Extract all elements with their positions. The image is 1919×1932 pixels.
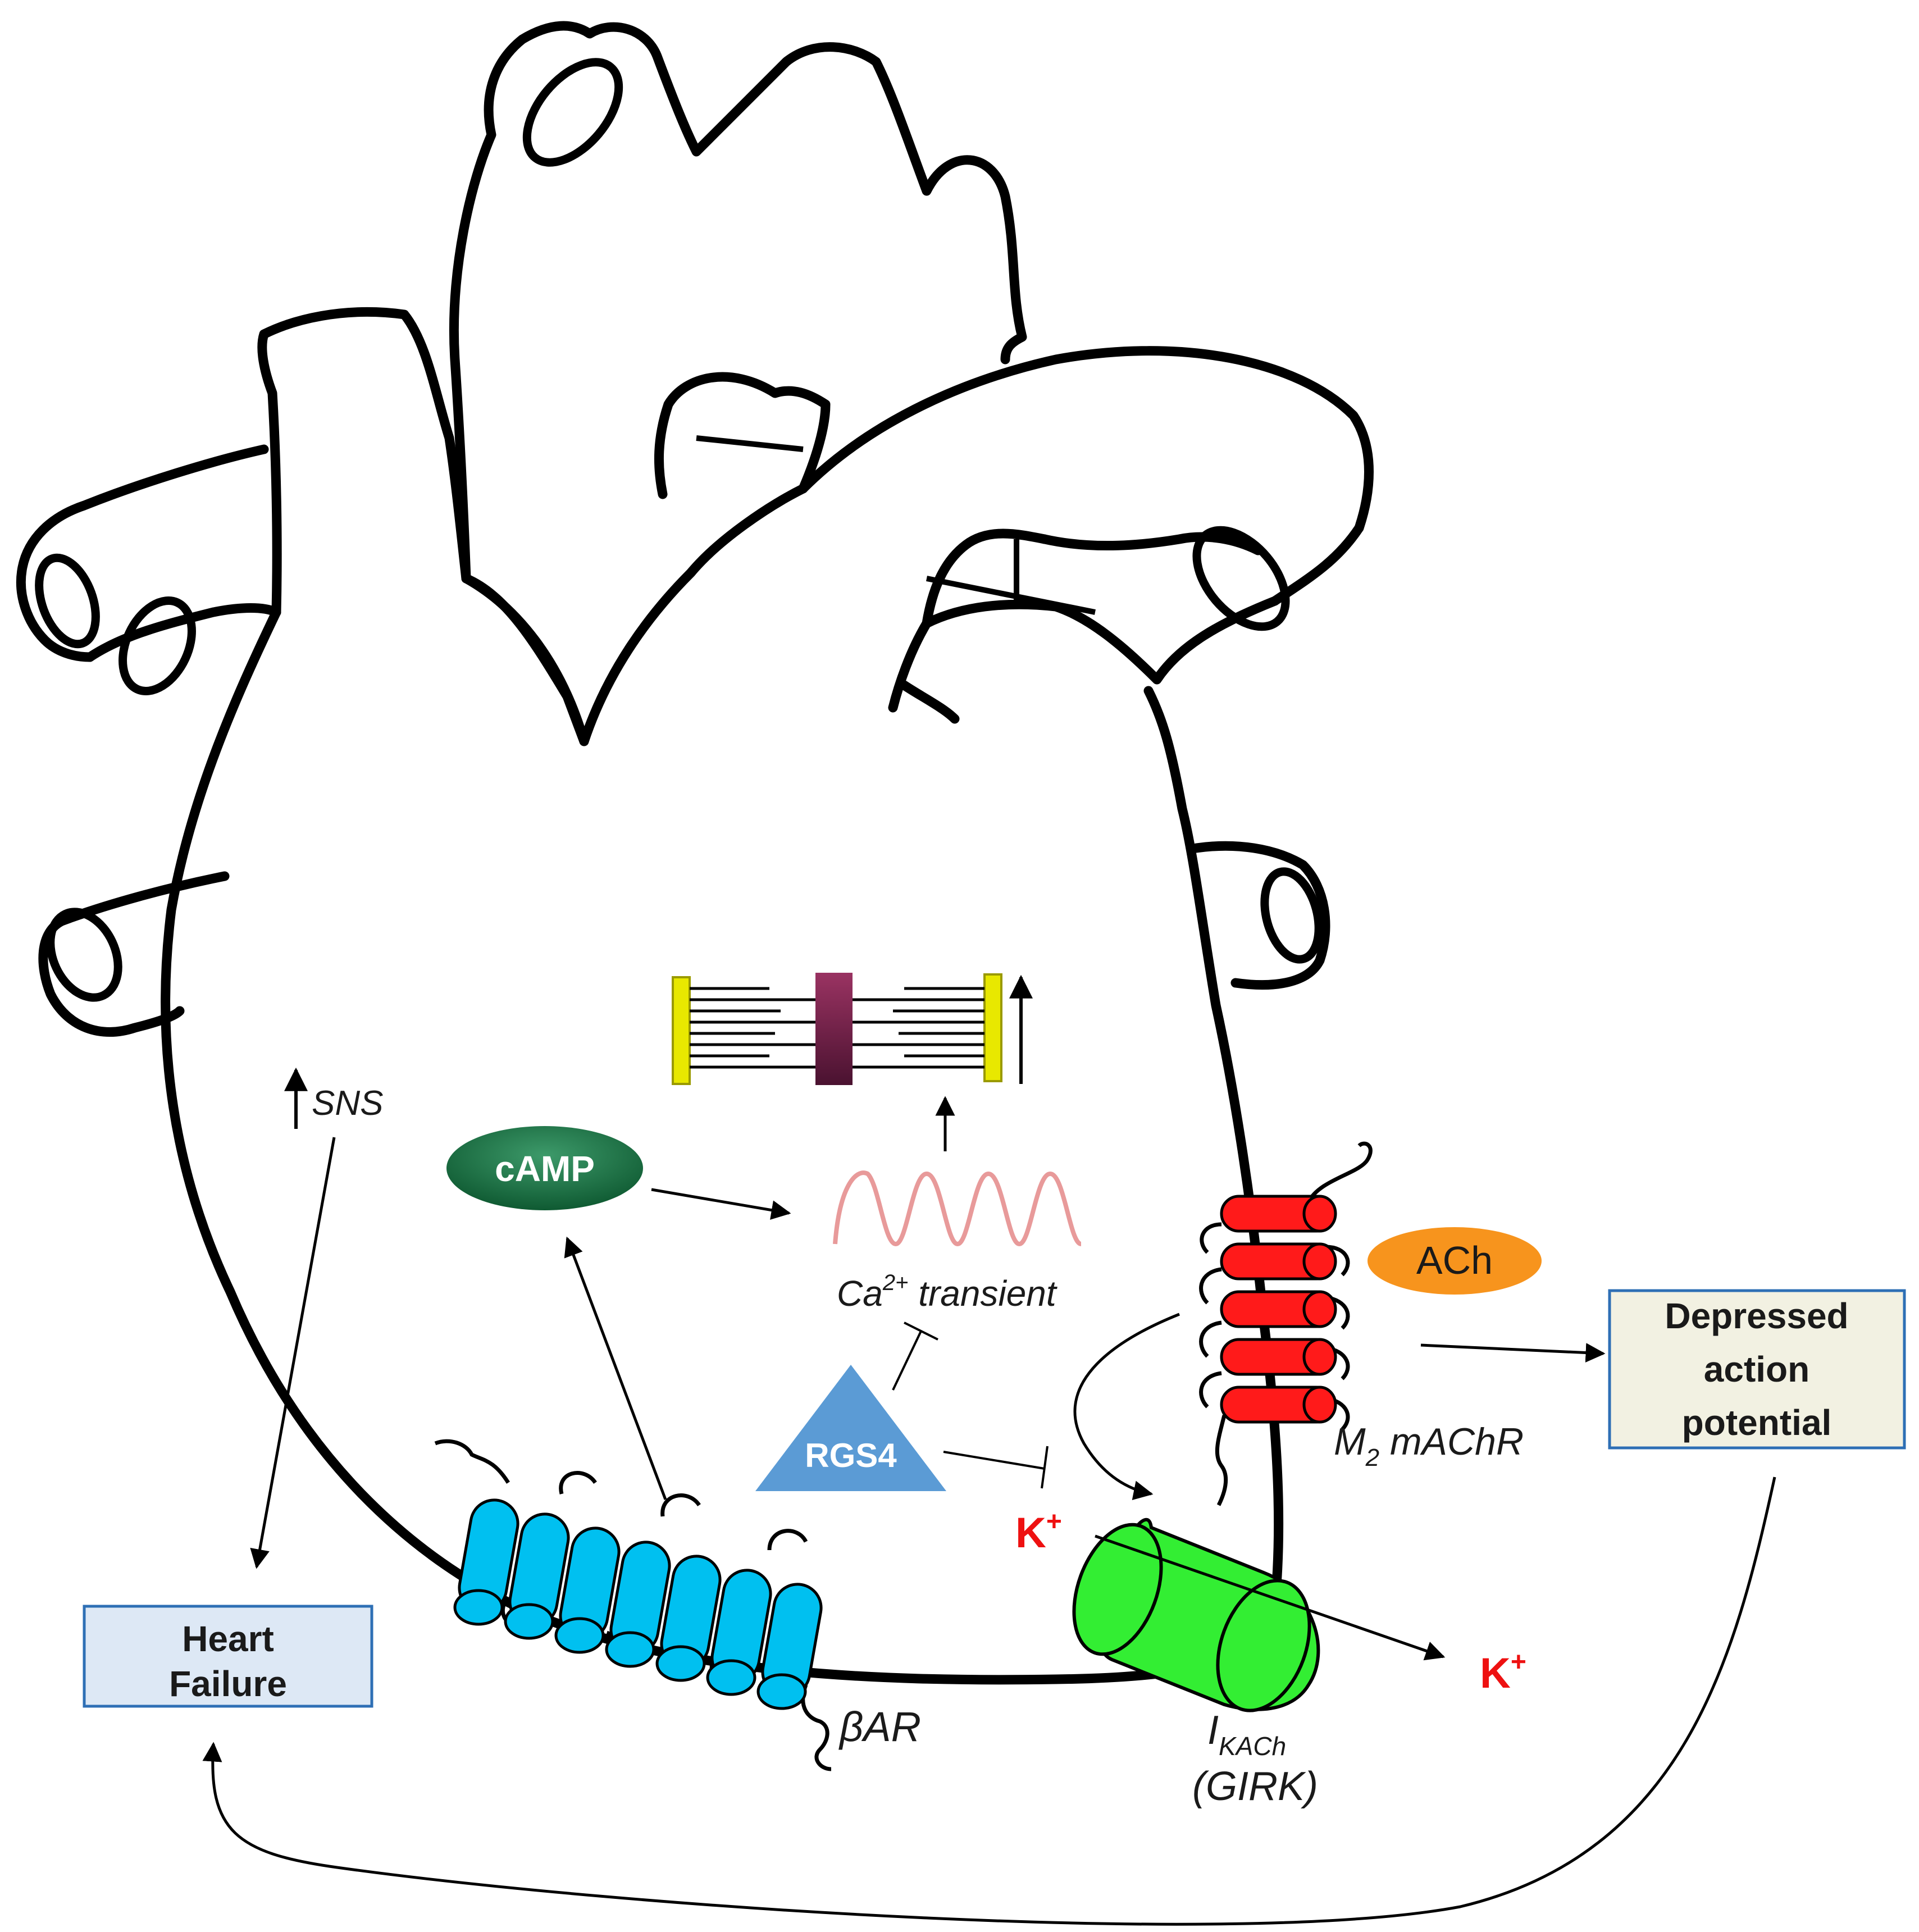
feedback-arrow (202, 1477, 1776, 1926)
pulmonary-trunk-outline (654, 372, 831, 499)
m2-receptor-icon (1199, 1141, 1373, 1506)
left-arch-outline (798, 346, 1374, 713)
heart-outline-icon (16, 21, 1374, 1685)
depressed-line2: action (1704, 1349, 1809, 1389)
depressed-line3: potential (1682, 1402, 1832, 1443)
right-tube-outline (1191, 841, 1330, 990)
left-vein-outline-2 (85, 603, 281, 662)
ikach-prefix: I (1207, 1708, 1219, 1753)
beta-receptor-icon (434, 1439, 832, 1771)
camp-to-ca-arrow (651, 1188, 791, 1220)
depressed-ap-box (1608, 1289, 1906, 1450)
arch-divider (899, 680, 960, 724)
k-ion-inside: K+ (1015, 1507, 1062, 1557)
inner-arch-outline (922, 528, 1050, 628)
ca-suffix: transient (908, 1273, 1057, 1314)
beta-ar-label: βAR (838, 1703, 921, 1750)
k-inside-superscript: + (1046, 1507, 1062, 1537)
camp-ellipse (446, 1126, 643, 1210)
sns-to-hf-arrow (250, 1137, 336, 1569)
hf-line2: Failure (169, 1664, 287, 1704)
m2-to-depressed-arrow (1420, 1343, 1606, 1363)
ca-superscript: 2+ (882, 1270, 909, 1295)
z-disc-left (672, 976, 691, 1085)
k-outside-superscript: + (1511, 1647, 1526, 1677)
vena-cava-outline (257, 307, 589, 746)
ach-label: ACh (1416, 1238, 1493, 1282)
heart-body-outline (161, 607, 1284, 1685)
vessel-openings (35, 58, 1323, 1002)
depressed-line1: Depressed (1665, 1296, 1848, 1336)
k-inside-letter: K (1015, 1509, 1046, 1557)
aortic-arch-outline (449, 21, 1027, 584)
m2-subscript: 2 (1365, 1444, 1379, 1471)
top-vessel-opening (522, 58, 623, 167)
girk-label: (GIRK) (1192, 1764, 1318, 1809)
rgs4-inhibit-ca-line (892, 1330, 922, 1391)
girk-channel-icon (1072, 1518, 1320, 1712)
m-line (815, 973, 853, 1085)
left-vein-outline-3 (38, 871, 230, 1037)
left-vessel-opening-1 (35, 553, 100, 649)
right-small-opening (1260, 867, 1323, 964)
ikach-subscript: KACh (1219, 1731, 1286, 1761)
k-flow-arrow (1095, 1534, 1446, 1661)
ca-transient-wave (833, 1170, 1082, 1247)
right-vessel-opening (1192, 526, 1290, 631)
sns-label: SNS (312, 1084, 383, 1123)
m2-mAChR-label: M2 mAChR (1334, 1420, 1524, 1471)
m2-to-girk-arrow (1073, 1313, 1180, 1500)
aortic-stub-outline (461, 484, 808, 746)
ca-transient-label: Ca2+ transient (837, 1270, 1057, 1314)
heart-failure-box (83, 1605, 373, 1708)
m2-prefix: M (1334, 1420, 1366, 1463)
heart-inner-lines (446, 435, 1096, 615)
m2-suffix: mAChR (1379, 1420, 1524, 1463)
ach-ellipse (1368, 1227, 1542, 1295)
right-vein-top (1040, 532, 1263, 555)
camp-label: cAMP (495, 1149, 595, 1189)
rgs4-inhibit-k-line (943, 1451, 1045, 1470)
ca-prefix: Ca (837, 1273, 883, 1314)
left-vessel-opening-3 (46, 908, 122, 1002)
k-outside-letter: K (1480, 1650, 1511, 1697)
left-vein-outline-1 (16, 444, 269, 662)
left-vessel-opening-2 (118, 596, 196, 695)
rgs4-inhibit-k-bar (1041, 1446, 1049, 1489)
k-ion-outside: K+ (1480, 1647, 1526, 1697)
rgs4-triangle (755, 1365, 946, 1491)
z-disc-right (983, 973, 1002, 1082)
rgs4-label: RGS4 (805, 1437, 897, 1474)
rgs4-inhibit-ca-bar (904, 1322, 938, 1341)
hf-line1: Heart (182, 1619, 274, 1659)
ikach-label: IKACh (1207, 1708, 1286, 1761)
beta-to-camp-arrow (564, 1236, 667, 1500)
sarcomere-icon (672, 973, 1002, 1085)
